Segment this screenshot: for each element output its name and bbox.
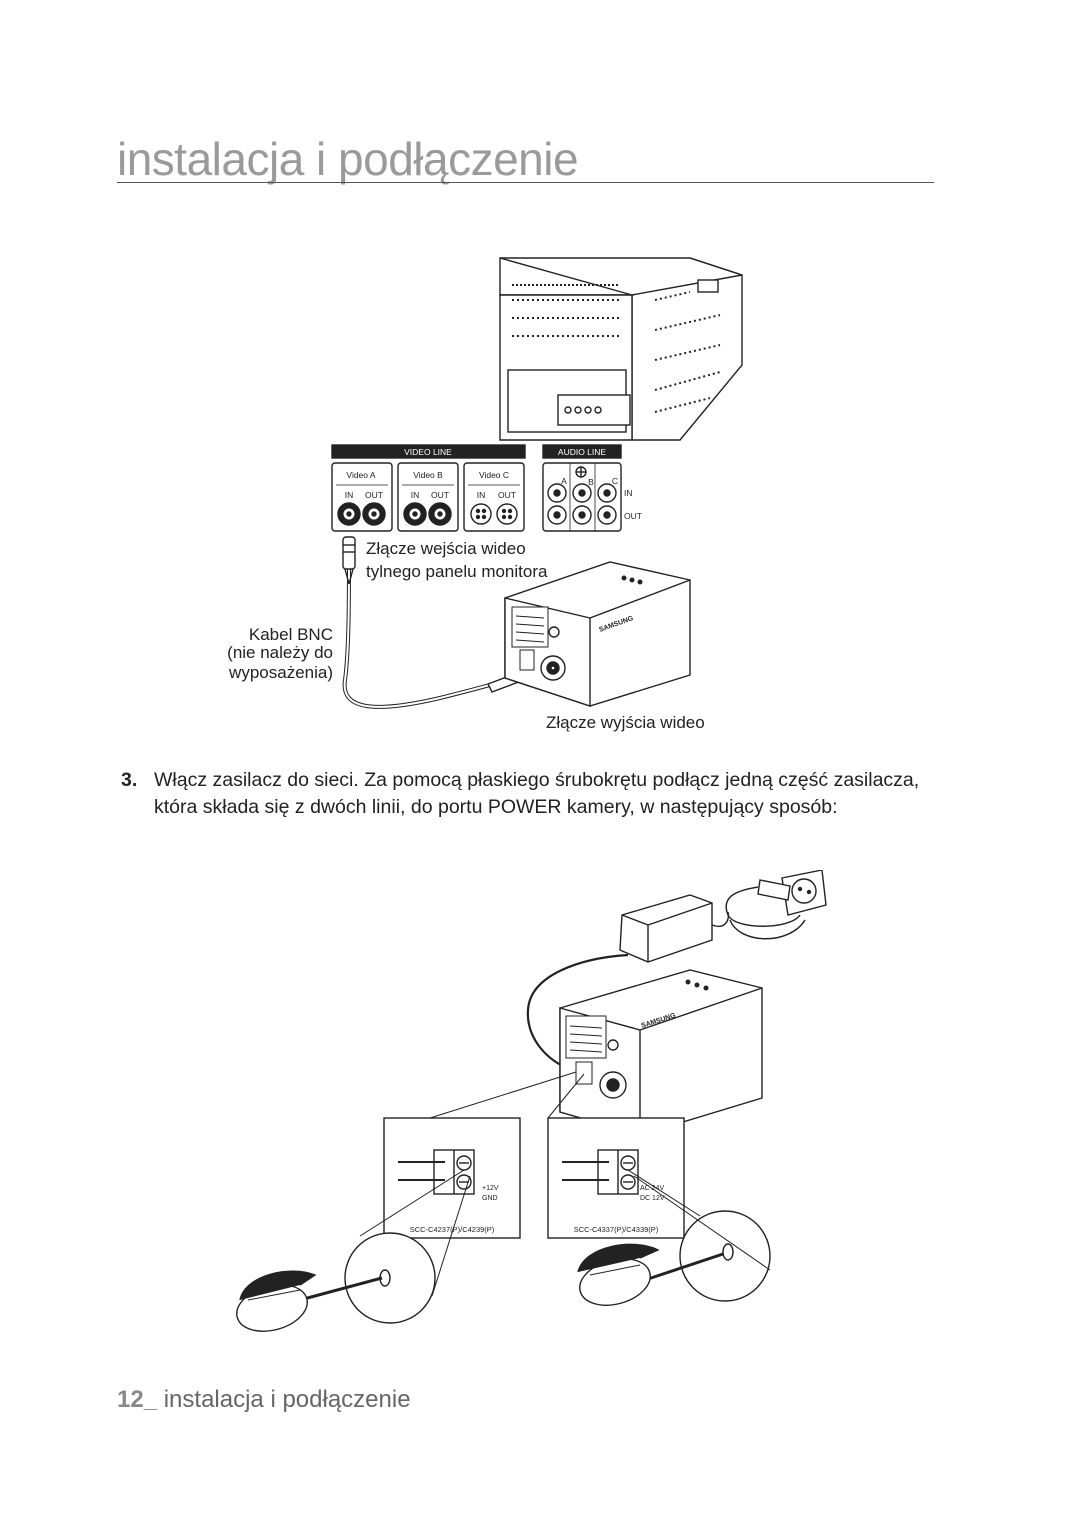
audio-out-label: OUT — [624, 511, 642, 521]
video-a-in: IN — [345, 490, 354, 500]
audio-line-header — [542, 444, 622, 459]
right-v2-label: DC 12V — [640, 1195, 665, 1202]
audio-line-label: AUDIO LINE — [558, 447, 607, 457]
right-model-label: SCC-C4337(P)/C4339(P) — [574, 1225, 659, 1234]
video-c-box — [463, 462, 525, 532]
left-terminal-block — [398, 1149, 475, 1195]
video-a-out: OUT — [365, 490, 383, 500]
right-screwdriver-icon — [577, 1243, 724, 1306]
video-b-out: OUT — [431, 490, 449, 500]
audio-a-label: A — [561, 476, 567, 486]
left-model-label: SCC-C4237(P)/C4239(P) — [410, 1225, 495, 1234]
video-c-out: OUT — [498, 490, 516, 500]
video-b-in: IN — [411, 490, 420, 500]
audio-b-label: B — [588, 477, 594, 487]
camera-illustration-2 — [559, 969, 763, 1136]
step-text: Włącz zasilacz do sieci. Za pomocą płask… — [154, 769, 920, 818]
footer-section-title: instalacja i podłączenie — [163, 1386, 411, 1413]
title-divider — [117, 182, 934, 183]
video-c-in: IN — [477, 490, 486, 500]
video-a-label: Video A — [346, 470, 375, 480]
video-a-box — [331, 462, 393, 532]
input-connector-label-line1: Złącze wejścia wideo — [366, 539, 526, 558]
step-number: 3. — [121, 769, 138, 791]
video-c-label: Video C — [479, 470, 509, 480]
cable-label-line3: wyposażenia) — [229, 663, 333, 682]
right-v1-label: AC 24V — [640, 1185, 664, 1192]
input-connector-label-line2: tylnego panelu monitora — [366, 562, 548, 581]
camera-illustration — [504, 561, 691, 707]
audio-in-label: IN — [624, 488, 633, 498]
audio-box — [542, 462, 622, 532]
left-screwdriver-icon — [236, 1270, 383, 1332]
output-connector-label: Złącze wyjścia wideo — [546, 713, 705, 732]
page-number: 12_ — [117, 1386, 158, 1413]
audio-c-label: C — [612, 476, 618, 486]
page-footer: 12_ instalacja i podłączenie — [117, 1386, 411, 1414]
monitor-connection-diagram: VIDEO LINE AUDIO LINE Video A Video B Vi… — [331, 257, 743, 709]
left-v1-label: +12V — [482, 1185, 499, 1192]
monitor-illustration — [499, 257, 743, 441]
wall-socket-illustration — [725, 870, 827, 940]
left-v2-label: GND — [482, 1195, 498, 1202]
video-b-label: Video B — [413, 470, 443, 480]
video-line-label: VIDEO LINE — [404, 447, 452, 457]
power-connection-diagram: SAMSUNG +12V GND SCC-C4237(P)/C4239(P) A… — [236, 870, 827, 1332]
video-b-box — [397, 462, 459, 532]
cable-label-line2: (nie należy do — [227, 643, 333, 662]
video-line-header — [331, 444, 526, 459]
page-title: instalacja i podłączenie — [117, 133, 579, 185]
power-adapter-illustration — [526, 894, 730, 1070]
cable-label-line1: Kabel BNC — [248, 625, 333, 644]
